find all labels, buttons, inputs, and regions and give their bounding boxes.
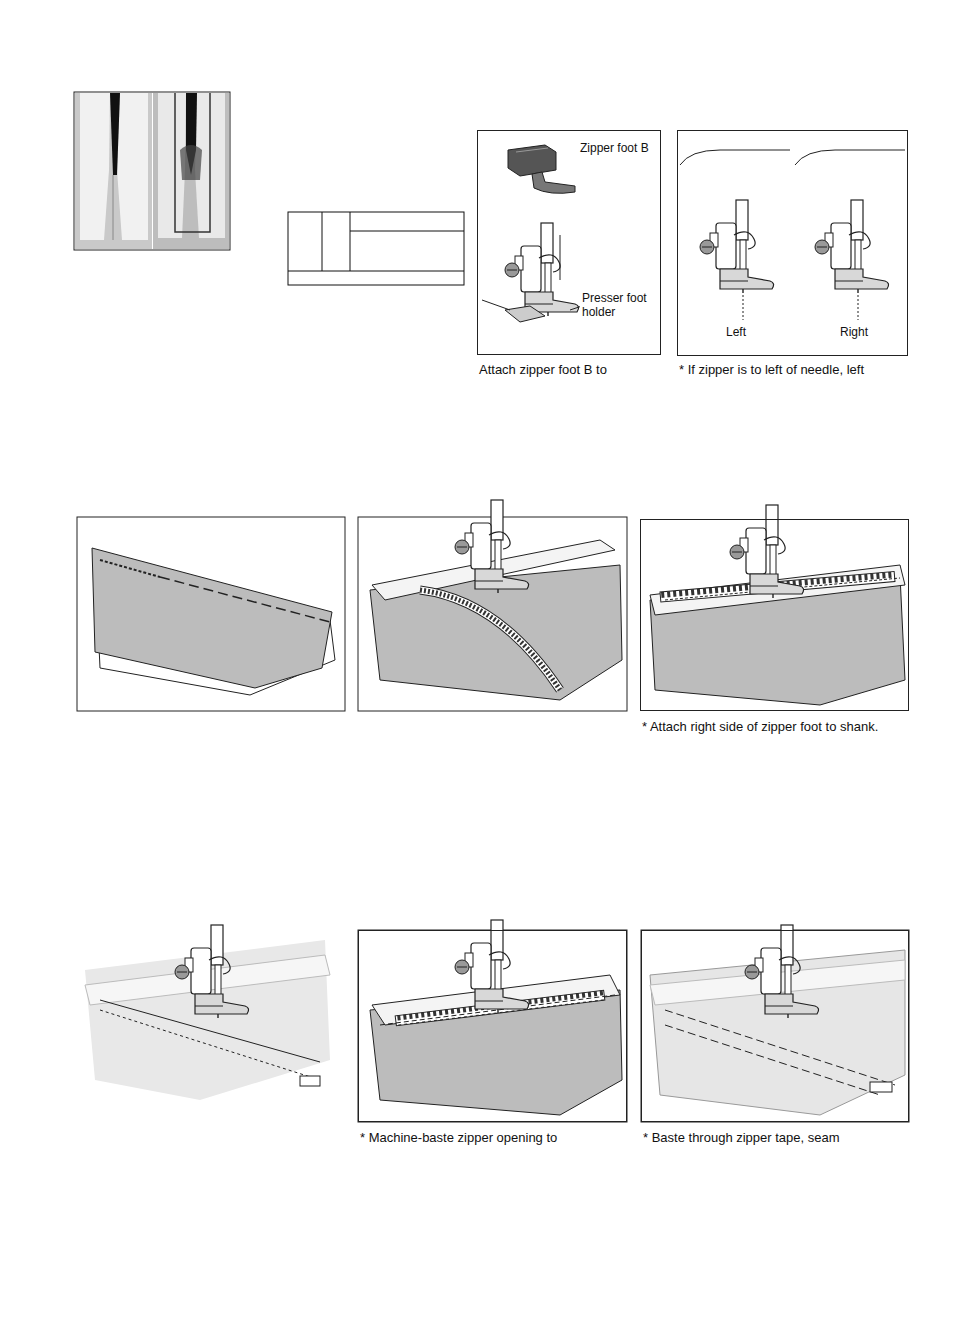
zipper-photo [74,92,230,250]
figure-panel: * Machine-baste zipper opening to [358,930,627,1122]
zipper-foot-figure [482,145,585,322]
foot-position-figure [680,150,905,320]
table-grid [288,212,464,285]
part-label: Right [838,325,870,339]
caption: * Attach right side of zipper foot to sh… [642,719,878,735]
part-label: Presser foot holder [580,291,658,320]
caption: * Baste through zipper tape, seam [643,1130,840,1146]
fabric-figure [77,517,345,711]
figure-panel: Zipper foot BPresser foot holderAttach z… [477,130,661,355]
caption: Attach zipper foot B to [479,362,607,378]
caption: * If zipper is to left of needle, left [679,362,864,378]
caption: * Machine-baste zipper opening to [360,1130,557,1146]
basting-figure [85,925,330,1100]
part-label: Left [724,325,748,339]
zipper-sewing-figure [358,500,627,711]
figure-panel: * Baste through zipper tape, seam [641,930,909,1122]
figure-panel: LeftRight* If zipper is to left of needl… [677,130,908,356]
basting-figure [641,925,909,1122]
zipper-sewing-figure [650,505,905,705]
figure-panel: * Attach right side of zipper foot to sh… [640,519,909,711]
part-label: Zipper foot B [578,141,651,155]
basting-figure [358,920,627,1122]
